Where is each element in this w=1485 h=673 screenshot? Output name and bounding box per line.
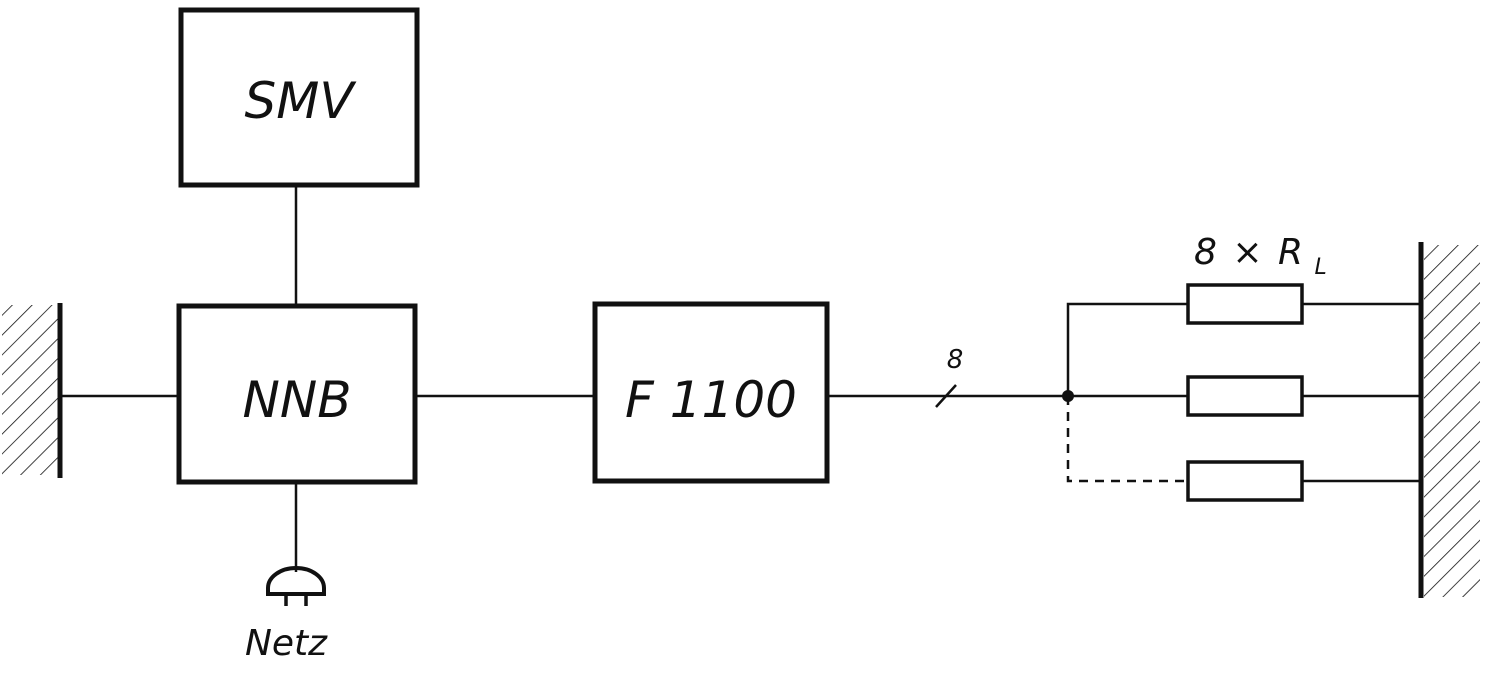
nnb-label: NNB (242, 371, 351, 429)
wire-to-load-3-dashed (1066, 396, 1188, 483)
load-resistor-1 (1186, 283, 1304, 325)
load-resistor-2 (1186, 375, 1304, 417)
f1100-block (592, 301, 830, 484)
right-ground-icon (1418, 242, 1480, 598)
bus-tick-mark (935, 384, 957, 408)
load-label: 8 × R L (1194, 232, 1327, 280)
smv-block (178, 7, 420, 188)
load-times: × (1232, 232, 1262, 273)
load-count: 8 (1194, 232, 1217, 273)
mains-plug-icon (266, 566, 326, 606)
bus-count-label: 8 (947, 345, 964, 375)
load-r: R (1278, 232, 1303, 273)
load-r-subscript: L (1314, 255, 1326, 280)
nnb-block (176, 303, 418, 485)
smv-label: SMV (244, 72, 357, 130)
left-ground-icon (2, 303, 63, 478)
f1100-label: F 1100 (625, 371, 797, 429)
mains-label: Netz (245, 623, 328, 664)
load-resistor-3 (1186, 460, 1304, 502)
wire-to-load-1 (1066, 302, 1188, 396)
